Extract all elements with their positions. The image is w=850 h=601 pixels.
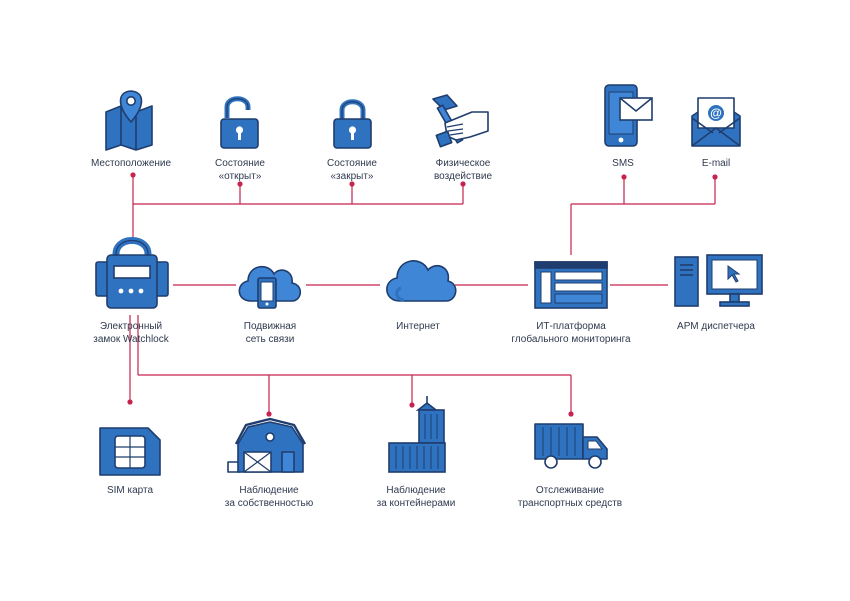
hammer-hand-icon [432, 94, 489, 148]
label-sms-line1: SMS [612, 158, 634, 169]
electronic-lock-icon [95, 237, 169, 309]
padlock-closed-icon [333, 99, 372, 149]
label-physical-impact: Физическое воздействие [434, 157, 492, 183]
label-vehicle-tracking-line2: транспортных средств [517, 498, 623, 509]
label-sim-card-line1: SIM карта [106, 485, 154, 496]
label-physical-impact-line1: Физическое [435, 158, 491, 169]
email-envelope-icon: @ [691, 97, 741, 147]
label-internet-line1: Интернет [396, 321, 440, 332]
cloud-icon [386, 260, 457, 302]
label-location: Местоположение [91, 157, 171, 170]
label-physical-impact-line2: воздействие [433, 171, 493, 182]
label-mobile-network-line1: Подвижная [243, 321, 297, 332]
label-dispatcher-workstation-line1: АРМ диспетчера [677, 321, 755, 332]
label-electronic-lock: Электронный замок Watchlock [93, 320, 169, 346]
sim-card-icon [99, 427, 161, 476]
label-container-monitoring-line1: Наблюдение [386, 485, 446, 496]
connector-lines [129, 175, 716, 414]
label-it-platform: ИТ-платформа глобального мониторинга [511, 320, 630, 346]
label-state-closed: Состояние «закрыт» [327, 157, 377, 183]
label-mobile-network-line2: сеть связи [245, 334, 295, 345]
label-electronic-lock-line1: Электронный [99, 321, 163, 332]
barn-icon [227, 417, 307, 473]
mobile-cloud-icon [238, 265, 302, 309]
label-state-closed-line1: Состояние [327, 158, 377, 169]
label-vehicle-tracking: Отслеживание транспортных средств [518, 484, 622, 510]
label-container-monitoring: Наблюдение за контейнерами [377, 484, 456, 510]
label-property-monitoring-line2: за собственностью [224, 498, 314, 509]
map-pin-icon [105, 90, 153, 151]
shipping-container-icon [388, 396, 446, 473]
label-internet: Интернет [396, 320, 440, 333]
label-sim-card: SIM карта [107, 484, 153, 497]
label-location-line1: Местоположение [90, 158, 172, 169]
label-vehicle-tracking-line1: Отслеживание [535, 485, 605, 496]
label-it-platform-line2: глобального мониторинга [511, 334, 631, 345]
label-mobile-network: Подвижная сеть связи [244, 320, 296, 346]
connector-dots [127, 172, 718, 417]
label-email: E-mail [702, 157, 730, 170]
monitoring-window-icon [534, 261, 608, 309]
label-property-monitoring: Наблюдение за собственностью [225, 484, 313, 510]
label-property-monitoring-line1: Наблюдение [239, 485, 299, 496]
label-state-open-line1: Состояние [215, 158, 265, 169]
label-state-open: Состояние «открыт» [215, 157, 265, 183]
label-state-open-line2: «открыт» [218, 171, 262, 182]
label-container-monitoring-line2: за контейнерами [376, 498, 456, 509]
label-it-platform-line1: ИТ-платформа [536, 321, 606, 332]
label-state-closed-line2: «закрыт» [330, 171, 374, 182]
label-email-line1: E-mail [701, 158, 731, 169]
desktop-computer-icon [674, 254, 763, 307]
padlock-open-icon [220, 96, 259, 149]
label-sms: SMS [612, 157, 634, 170]
label-electronic-lock-line2: замок Watchlock [93, 334, 169, 345]
smartphone-message-icon [604, 84, 653, 147]
svg-text:@: @ [710, 106, 722, 120]
truck-icon [534, 423, 608, 469]
label-dispatcher-workstation: АРМ диспетчера [677, 320, 755, 333]
